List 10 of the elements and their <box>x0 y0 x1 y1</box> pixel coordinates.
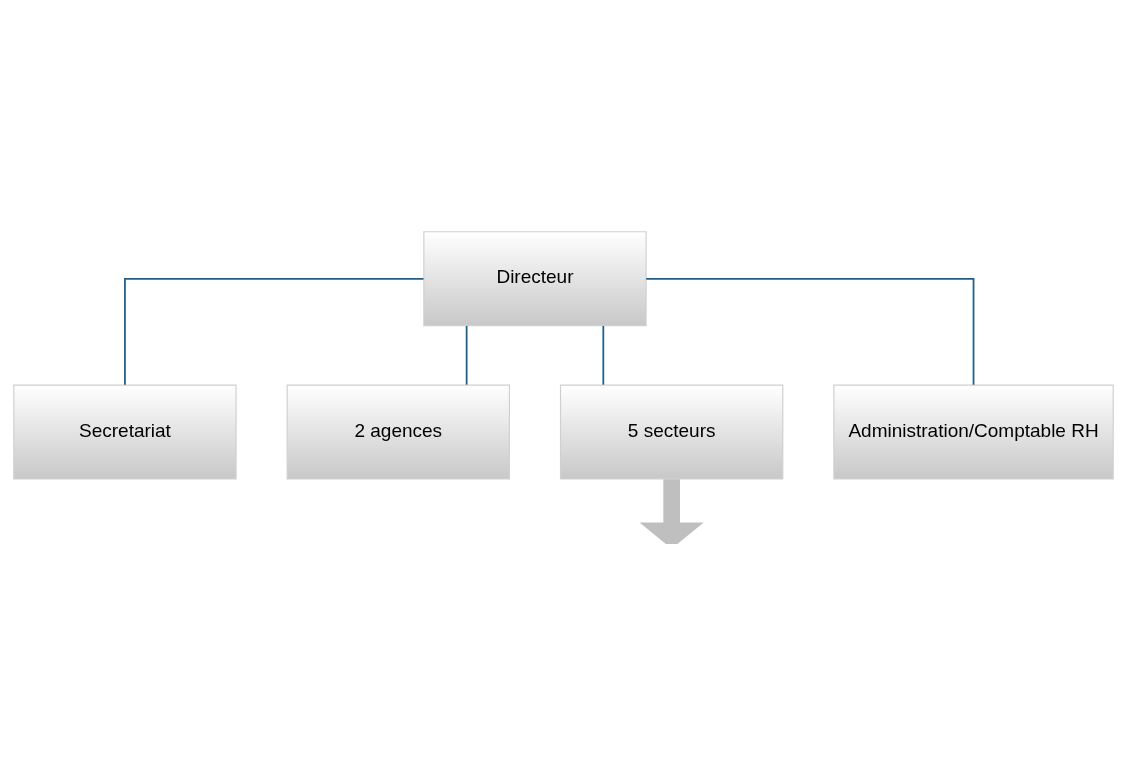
connector <box>602 325 605 386</box>
connector <box>465 325 468 386</box>
connector <box>124 278 425 386</box>
connector <box>645 278 975 386</box>
node-box: Directeur <box>423 231 647 327</box>
arrow <box>639 479 704 544</box>
node-box: 2 agences <box>286 384 510 480</box>
node-box: Administration/Comptable RH <box>833 384 1114 480</box>
node-box: Secretariat <box>13 384 237 480</box>
node-box: 5 secteurs <box>559 384 784 480</box>
